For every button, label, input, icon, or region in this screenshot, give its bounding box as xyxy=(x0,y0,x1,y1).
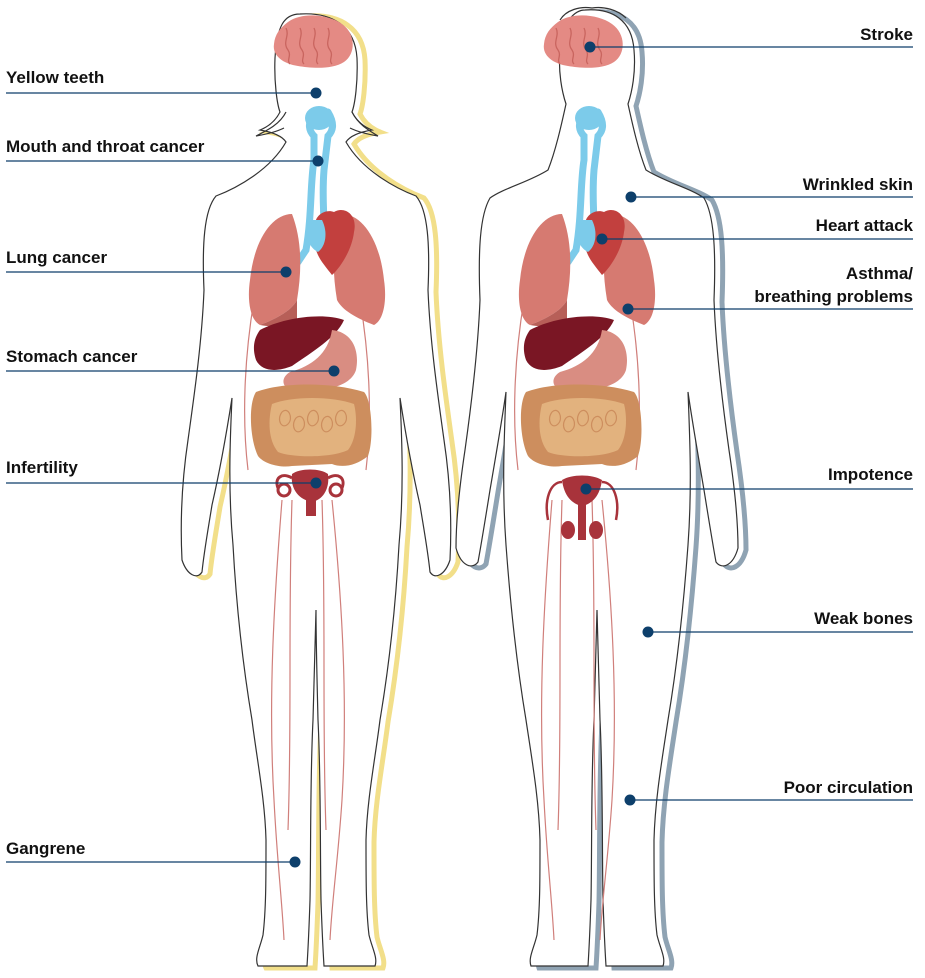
label-weak-bones: Weak bones xyxy=(814,608,913,629)
label-stomach-cancer: Stomach cancer xyxy=(6,346,137,367)
intestines-inner xyxy=(270,398,356,456)
leader-dot xyxy=(623,304,634,315)
leader-dot xyxy=(313,156,324,167)
label-yellow-teeth: Yellow teeth xyxy=(6,67,104,88)
mouth-cavity xyxy=(575,106,603,130)
label-asthma-line1: Asthma/ xyxy=(846,263,913,284)
label-mouth-throat-cancer: Mouth and throat cancer xyxy=(6,136,204,157)
label-gangrene: Gangrene xyxy=(6,838,85,859)
label-poor-circulation: Poor circulation xyxy=(784,777,913,798)
leader-dot xyxy=(290,857,301,868)
leader-dot xyxy=(329,366,340,377)
label-stroke: Stroke xyxy=(860,24,913,45)
mouth-cavity xyxy=(305,106,333,130)
intestines-inner xyxy=(540,398,626,456)
leader-dot xyxy=(585,42,596,53)
testis xyxy=(589,521,603,539)
testis xyxy=(561,521,575,539)
urethra xyxy=(578,504,586,540)
leader-dot xyxy=(643,627,654,638)
label-wrinkled-skin: Wrinkled skin xyxy=(803,174,913,195)
label-lung-cancer: Lung cancer xyxy=(6,247,107,268)
label-infertility: Infertility xyxy=(6,457,78,478)
leader-dot xyxy=(281,267,292,278)
leader-dot xyxy=(625,795,636,806)
label-asthma-line2: breathing problems xyxy=(754,286,913,307)
cervix xyxy=(306,500,316,516)
label-impotence: Impotence xyxy=(828,464,913,485)
label-heart-attack: Heart attack xyxy=(816,215,913,236)
leader-dot xyxy=(311,478,322,489)
leader-dot xyxy=(581,484,592,495)
male-figure xyxy=(456,7,746,968)
leader-dot xyxy=(597,234,608,245)
leader-dot xyxy=(311,88,322,99)
leader-dot xyxy=(626,192,637,203)
leader-lines xyxy=(6,42,913,868)
